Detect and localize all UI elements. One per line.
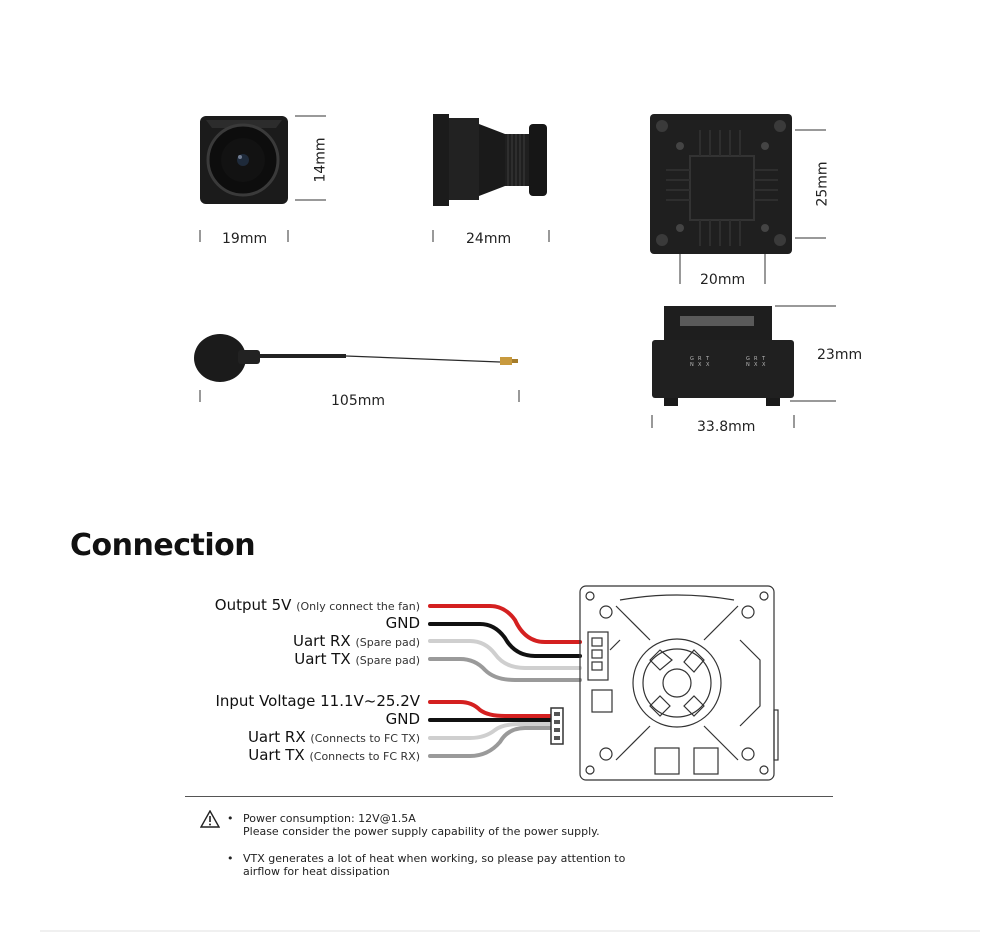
svg-text:G: G xyxy=(690,356,694,362)
svg-text:N: N xyxy=(690,362,694,368)
wire-label-tx2: Uart TX (Connects to FC RX) xyxy=(248,746,420,764)
dim-antenna-length: 105mm xyxy=(331,393,385,409)
wire-output5v xyxy=(428,604,582,644)
dim-vtx-side-width: 33.8mm xyxy=(697,419,756,435)
wire-label-note: (Only connect the fan) xyxy=(296,600,420,613)
dim-vtx-height: 25mm xyxy=(814,161,831,207)
dim-camera-height: 14mm xyxy=(312,137,329,183)
wire-label-rx2: Uart RX (Connects to FC TX) xyxy=(248,728,420,746)
wire-label-text: GND xyxy=(385,614,420,632)
wire-label-gnd1: GND xyxy=(386,614,420,632)
camera-front-view xyxy=(199,115,326,242)
vtx-top-view xyxy=(650,114,826,284)
wire-label-text: GND xyxy=(385,710,420,728)
svg-text:X: X xyxy=(698,362,702,368)
wire-label-tx1: Uart TX (Spare pad) xyxy=(294,650,420,668)
dim-vtx-hole-spacing: 20mm xyxy=(700,272,746,288)
wire-label-text: Uart RX xyxy=(292,632,351,650)
wire-rx1 xyxy=(428,639,582,670)
dim-camera-width: 19mm xyxy=(222,231,268,247)
svg-text:R: R xyxy=(754,356,758,362)
dim-camera-length: 24mm xyxy=(466,231,512,247)
warning-icon xyxy=(200,810,220,828)
svg-text:G: G xyxy=(746,356,750,362)
wire-label-note: (Connects to FC RX) xyxy=(309,750,420,763)
svg-text:X: X xyxy=(762,362,766,368)
svg-text:T: T xyxy=(761,356,766,362)
wire-label-note: (Connects to FC TX) xyxy=(310,732,420,745)
note-power: • Power consumption: 12V@1.5A Please con… xyxy=(200,810,625,838)
bullet-icon: • xyxy=(227,852,234,865)
bullet-icon: • xyxy=(227,812,234,825)
svg-text:R: R xyxy=(698,356,702,362)
section-title: Connection xyxy=(70,528,256,563)
wire-label-note: (Spare pad) xyxy=(355,636,420,649)
svg-text:X: X xyxy=(706,362,710,368)
wire-label-text: Uart RX xyxy=(247,728,306,746)
wire-tx1 xyxy=(428,657,582,682)
wire-label-text: Output 5V xyxy=(214,596,292,614)
antenna-view xyxy=(194,334,520,402)
notes-divider xyxy=(185,796,833,797)
note-power-line2: Please consider the power supply capabil… xyxy=(243,825,600,838)
note-heat: • VTX generates a lot of heat when worki… xyxy=(200,852,625,878)
wire-label-note: (Spare pad) xyxy=(355,654,420,667)
wire-label-output5v: Output 5V (Only connect the fan) xyxy=(215,596,420,614)
wire-label-text: Input Voltage 11.1V~25.2V xyxy=(215,692,420,710)
camera-side-view xyxy=(432,114,550,242)
wire-input-voltage xyxy=(428,700,554,718)
footer-divider xyxy=(40,930,980,932)
wire-label-gnd2: GND xyxy=(386,710,420,728)
vtx-outline xyxy=(579,585,779,781)
wire-gnd1 xyxy=(428,622,582,658)
note-heat-line2: airflow for heat dissipation xyxy=(243,865,390,878)
svg-text:T: T xyxy=(705,356,710,362)
wire-tx2 xyxy=(428,726,554,758)
wire-label-input-voltage: Input Voltage 11.1V~25.2V xyxy=(215,692,420,710)
wiring-diagram xyxy=(428,585,779,781)
note-heat-line1: VTX generates a lot of heat when working… xyxy=(243,852,626,865)
dim-vtx-side-height: 23mm xyxy=(817,347,863,363)
svg-text:N: N xyxy=(746,362,750,368)
svg-text:X: X xyxy=(754,362,758,368)
wire-label-text: Uart TX xyxy=(248,746,305,764)
wire-rx2 xyxy=(428,722,554,740)
wire-label-rx1: Uart RX (Spare pad) xyxy=(293,632,420,650)
notes-section: • Power consumption: 12V@1.5A Please con… xyxy=(200,810,625,891)
note-power-line1: Power consumption: 12V@1.5A xyxy=(243,812,416,825)
wire-label-text: Uart TX xyxy=(294,650,351,668)
